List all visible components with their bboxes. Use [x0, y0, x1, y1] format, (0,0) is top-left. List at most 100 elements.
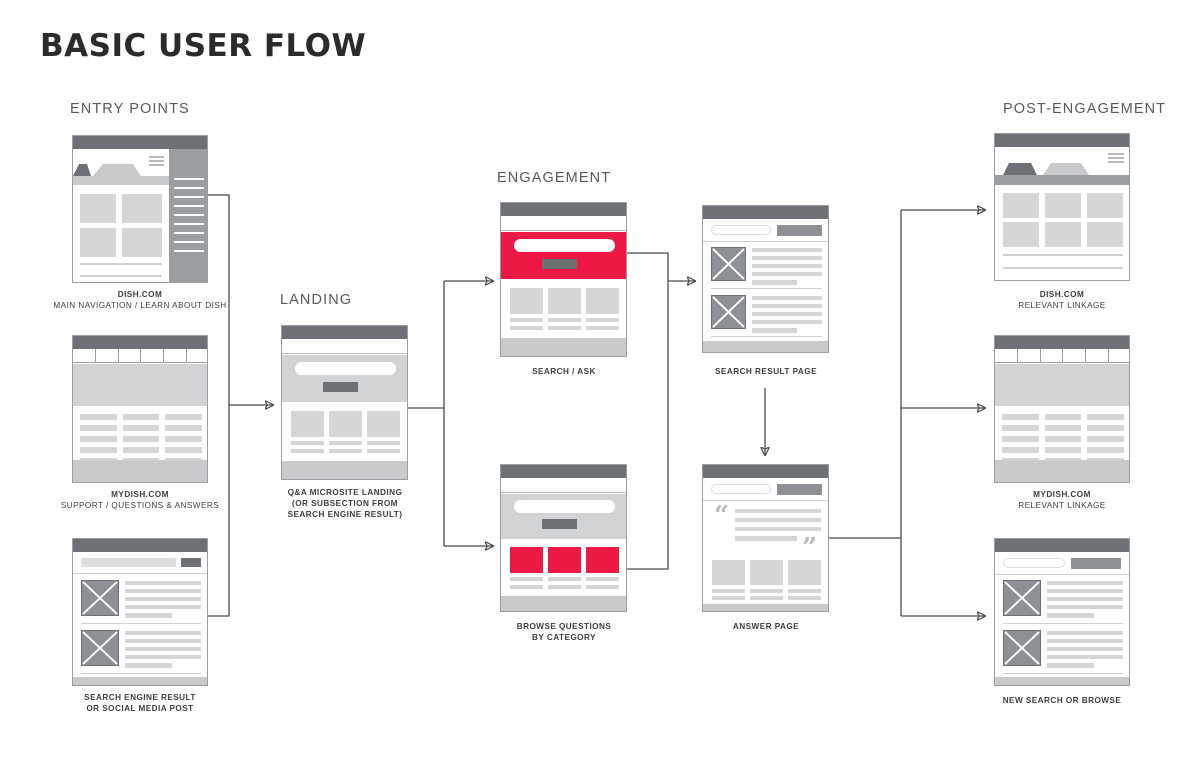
tile-caption-line: [548, 326, 581, 330]
card-landing[interactable]: [281, 325, 408, 480]
search-input[interactable]: [711, 484, 771, 494]
nav-tab-strip[interactable]: [73, 349, 207, 363]
card-post-dish[interactable]: [994, 133, 1130, 281]
nav-tab[interactable]: [1017, 349, 1041, 362]
category-tile[interactable]: [291, 411, 324, 437]
hamburger-menu-icon[interactable]: [149, 156, 164, 168]
result-text-lines: [752, 248, 822, 285]
category-tile[interactable]: [548, 288, 581, 314]
tile-caption-line: [510, 326, 543, 330]
nav-band: [995, 175, 1129, 185]
caption-dish-home: DISH.COM MAIN NAVIGATION / LEARN ABOUT D…: [53, 290, 227, 310]
image-placeholder-icon: [1003, 580, 1041, 616]
footer-band: [703, 604, 828, 611]
tile-caption-line: [788, 589, 821, 593]
ask-button[interactable]: [542, 259, 577, 269]
nav-tab[interactable]: [1063, 349, 1087, 362]
search-input[interactable]: [514, 500, 615, 513]
nav-tab-strip[interactable]: [995, 349, 1129, 363]
card-search-ask[interactable]: [500, 202, 627, 357]
nav-tab[interactable]: [1109, 349, 1129, 362]
nav-tab[interactable]: [1040, 349, 1064, 362]
search-button[interactable]: [1071, 558, 1121, 569]
dish-tab-shape-icon: [1003, 163, 1089, 175]
content-tile: [1045, 193, 1081, 218]
content-tile: [80, 194, 116, 223]
search-input[interactable]: [514, 239, 615, 252]
search-input[interactable]: [711, 225, 771, 235]
tile-caption-line: [586, 577, 619, 581]
tile-caption-line: [329, 449, 362, 453]
caption-post-new-search: NEW SEARCH OR BROWSE: [1002, 696, 1122, 705]
browser-chrome-bar: [501, 203, 626, 216]
category-tile[interactable]: [510, 288, 543, 314]
page-title: BASIC USER FLOW: [40, 28, 367, 64]
nav-tab[interactable]: [187, 349, 207, 362]
card-mydish[interactable]: [72, 335, 208, 483]
answer-text-lines: [735, 509, 821, 541]
image-placeholder-icon: [711, 295, 746, 329]
category-tile-accent[interactable]: [586, 547, 619, 573]
nav-tab[interactable]: [95, 349, 119, 362]
tile-caption-line: [367, 441, 400, 445]
browser-chrome-bar: [703, 206, 828, 219]
nav-tab[interactable]: [1086, 349, 1110, 362]
card-post-mydish[interactable]: [994, 335, 1130, 483]
related-tile[interactable]: [788, 560, 821, 585]
card-dish-home[interactable]: [72, 135, 208, 283]
card-browse-questions[interactable]: [500, 464, 627, 612]
footer-band: [995, 460, 1129, 482]
nav-tab[interactable]: [995, 349, 1018, 362]
footer-band: [995, 677, 1129, 685]
search-button[interactable]: [542, 519, 577, 529]
browser-chrome-bar: [703, 465, 828, 478]
search-input[interactable]: [295, 362, 396, 375]
caption-search-ask: SEARCH / ASK: [532, 367, 596, 376]
content-tile: [1003, 193, 1039, 218]
caption-post-dish: DISH.COM RELEVANT LINKAGE: [1018, 290, 1106, 310]
section-label-entry-points: ENTRY POINTS: [70, 101, 190, 117]
nav-tab[interactable]: [164, 349, 188, 362]
content-tile: [122, 228, 162, 257]
quote-close-icon: ”: [802, 533, 817, 563]
tile-caption-line: [510, 585, 543, 589]
tile-caption-line: [548, 585, 581, 589]
nav-tab[interactable]: [118, 349, 142, 362]
category-tile[interactable]: [329, 411, 362, 437]
browser-chrome-bar: [73, 539, 207, 552]
tile-caption-line: [367, 449, 400, 453]
search-button[interactable]: [777, 484, 822, 495]
category-tile[interactable]: [367, 411, 400, 437]
hamburger-menu-icon[interactable]: [1108, 153, 1124, 165]
related-tile[interactable]: [712, 560, 745, 585]
card-answer-page[interactable]: “ ”: [702, 464, 829, 612]
category-tile[interactable]: [586, 288, 619, 314]
caption-search-engine-result: SEARCH ENGINE RESULT OR SOCIAL MEDIA POS…: [84, 693, 196, 713]
search-button[interactable]: [323, 382, 358, 392]
nav-tab[interactable]: [141, 349, 165, 362]
tile-caption-line: [291, 449, 324, 453]
card-search-engine-result[interactable]: [72, 538, 208, 686]
content-tile: [1045, 222, 1081, 247]
result-text-lines: [1047, 581, 1123, 618]
tile-caption-line: [291, 441, 324, 445]
divider: [711, 288, 822, 289]
nav-tab[interactable]: [73, 349, 96, 362]
image-placeholder-icon: [1003, 630, 1041, 666]
footer-band: [73, 677, 207, 685]
tile-caption-line: [510, 577, 543, 581]
search-button[interactable]: [777, 225, 822, 236]
search-button[interactable]: [181, 558, 201, 567]
search-input[interactable]: [1003, 558, 1065, 568]
category-tile-accent[interactable]: [548, 547, 581, 573]
browser-chrome-bar: [995, 539, 1129, 552]
category-tile-accent[interactable]: [510, 547, 543, 573]
divider: [1003, 673, 1123, 674]
search-input[interactable]: [81, 558, 176, 567]
card-search-result-page[interactable]: [702, 205, 829, 353]
card-post-new-search[interactable]: [994, 538, 1130, 686]
related-tile[interactable]: [750, 560, 783, 585]
caption-search-result-page: SEARCH RESULT PAGE: [715, 367, 817, 376]
sidebar-link-list: [174, 178, 204, 252]
